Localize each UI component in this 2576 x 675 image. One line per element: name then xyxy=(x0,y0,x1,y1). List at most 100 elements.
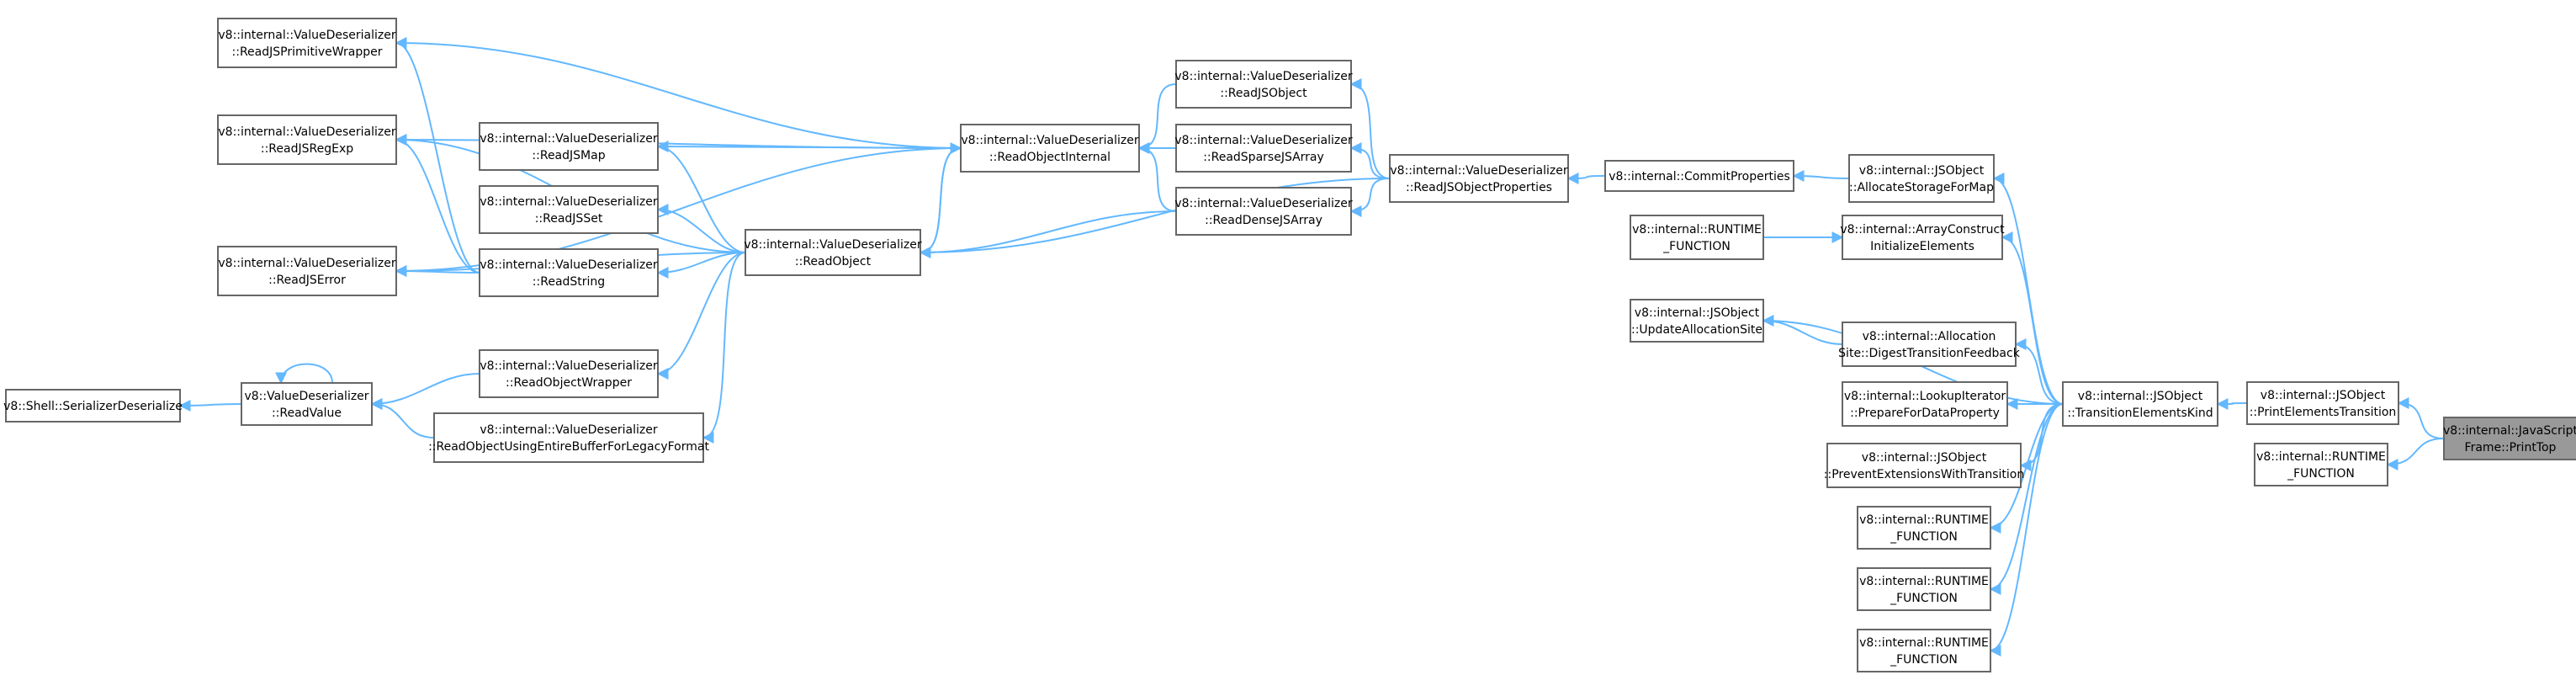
graph-node-allocsitedigest[interactable]: v8::internal::AllocationSite::DigestTran… xyxy=(1838,322,2021,367)
node-label: ::ReadString xyxy=(533,275,605,289)
node-label: _FUNCTION xyxy=(1890,653,1958,667)
edge-readobject-to-readjsset xyxy=(656,204,746,253)
graph-node-updallocsite[interactable]: v8::internal::JSObject::UpdateAllocation… xyxy=(1630,299,1764,343)
graph-node-preventext[interactable]: v8::internal::JSObject::PreventExtension… xyxy=(1824,443,2024,488)
node-label: ::TransitionElementsKind xyxy=(2067,407,2213,420)
graph-node-lookupprepare[interactable]: v8::internal::LookupIterator::PrepareFor… xyxy=(1842,381,2008,427)
edge-readobjectinternal-to-readobject xyxy=(919,147,962,258)
graph-node-readdense[interactable]: v8::internal::ValueDeserializer::ReadDen… xyxy=(1174,187,1353,236)
edge-layer xyxy=(178,37,2445,656)
node-label: v8::internal::JSObject xyxy=(1859,164,1985,178)
node-box xyxy=(1389,154,1569,203)
node-box xyxy=(2246,381,2399,425)
edge-commitprops-to-readjsobjprops xyxy=(1566,172,1606,184)
node-label: v8::internal::ValueDeserializer xyxy=(1174,134,1352,147)
graph-node-readobjectlegacy[interactable]: v8::internal::ValueDeserializer::ReadObj… xyxy=(428,412,709,463)
node-box xyxy=(1604,160,1794,192)
edge-readobjectinternal-to-readjsprimitive xyxy=(395,37,962,149)
node-box xyxy=(745,229,921,276)
edge-readobject-to-readobjectwrapper xyxy=(656,252,746,380)
node-box xyxy=(217,114,397,165)
graph-node-arrayconstruct[interactable]: v8::internal::ArrayConstructInitializeEl… xyxy=(1840,215,2005,260)
node-label: ::PrintElementsTransition xyxy=(2250,406,2397,419)
node-box xyxy=(1842,215,2003,260)
node-box xyxy=(2443,417,2576,460)
edge-readobject-to-readjsmap xyxy=(656,141,746,253)
node-label: v8::internal::ValueDeserializer xyxy=(218,257,395,270)
node-box xyxy=(479,185,659,234)
node-label: v8::internal::ValueDeserializer xyxy=(1174,70,1352,83)
node-box xyxy=(2254,443,2388,486)
node-label: ::ReadJSObjectProperties xyxy=(1406,181,1552,194)
node-label: ::ReadJSSet xyxy=(535,212,603,226)
node-label: v8::internal::RUNTIME xyxy=(2256,450,2386,464)
graph-node-readjserror[interactable]: v8::internal::ValueDeserializer::ReadJSE… xyxy=(217,246,397,296)
graph-node-commitprops[interactable]: v8::internal::CommitProperties xyxy=(1604,160,1794,192)
edge-readobjectlegacy-to-vd-readvalue xyxy=(370,398,435,438)
graph-node-runtime1[interactable]: v8::internal::RUNTIME_FUNCTION xyxy=(1630,215,1764,260)
node-box xyxy=(1848,154,1995,203)
graph-node-runtime3[interactable]: v8::internal::RUNTIME_FUNCTION xyxy=(1857,567,1991,611)
node-box xyxy=(1857,629,1991,672)
node-label: v8::internal::ValueDeserializer xyxy=(1174,197,1352,210)
graph-node-readjsobjprops[interactable]: v8::internal::ValueDeserializer::ReadJSO… xyxy=(1389,154,1569,203)
edge-readobjectwrapper-to-vd-readvalue xyxy=(370,373,480,410)
node-box xyxy=(217,18,397,68)
edge-readobject-to-readobjectlegacy xyxy=(702,252,746,444)
node-box xyxy=(1857,506,1991,550)
edge-vd-readvalue-to-vd-readvalue xyxy=(275,363,333,385)
node-label: v8::internal::ValueDeserializer xyxy=(218,125,395,139)
node-label: ::ReadObject xyxy=(795,255,872,268)
graph-node-readjsmap[interactable]: v8::internal::ValueDeserializer::ReadJSM… xyxy=(479,122,659,171)
edge-printtop-to-runtime5 xyxy=(2386,438,2445,470)
graph-node-allocstorage[interactable]: v8::internal::JSObject::AllocateStorageF… xyxy=(1848,154,1995,203)
node-layer: v8::Shell::SerializerDeserialize v8::Valu… xyxy=(3,18,2576,672)
graph-node-readjsobject[interactable]: v8::internal::ValueDeserializer::ReadJSO… xyxy=(1174,60,1353,109)
node-label: v8::internal::CommitProperties xyxy=(1609,170,1790,183)
node-label: v8::ValueDeserializer xyxy=(244,390,368,403)
node-box xyxy=(241,382,373,426)
edge-allocstorage-to-commitprops xyxy=(1792,170,1850,183)
edge-printtop-to-printtransition xyxy=(2397,397,2445,439)
node-label: ::AllocateStorageForMap xyxy=(1849,181,1994,194)
graph-node-runtime5[interactable]: v8::internal::RUNTIME_FUNCTION xyxy=(2254,443,2388,486)
node-box xyxy=(1175,187,1352,236)
node-label: ::ReadJSError xyxy=(268,274,346,287)
graph-node-vd-readvalue[interactable]: v8::ValueDeserializer::ReadValue xyxy=(241,382,373,426)
graph-node-readsparse[interactable]: v8::internal::ValueDeserializer::ReadSpa… xyxy=(1174,124,1353,173)
node-label: ::PreventExtensionsWithTransition xyxy=(1824,468,2024,481)
node-label: v8::internal::JSObject xyxy=(2261,389,2386,402)
node-label: v8::internal::JSObject xyxy=(1862,451,1987,465)
node-label: ::ReadJSMap xyxy=(532,149,605,162)
node-label: ::ReadDenseJSArray xyxy=(1205,214,1322,227)
graph-node-readjsset[interactable]: v8::internal::ValueDeserializer::ReadJSS… xyxy=(479,185,659,234)
graph-node-readobject[interactable]: v8::internal::ValueDeserializer::ReadObj… xyxy=(744,229,922,276)
node-label: v8::internal::ValueDeserializer xyxy=(480,423,657,437)
node-box xyxy=(1842,322,2017,367)
graph-node-readstring[interactable]: v8::internal::ValueDeserializer::ReadStr… xyxy=(479,248,659,297)
graph-node-shell-serdes[interactable]: v8::Shell::SerializerDeserialize xyxy=(3,389,183,423)
edge-transitionkind-to-arrayconstruct xyxy=(2001,231,2064,405)
graph-node-readjsregexp[interactable]: v8::internal::ValueDeserializer::ReadJSR… xyxy=(217,114,397,165)
graph-node-readobjectinternal[interactable]: v8::internal::ValueDeserializer::ReadObj… xyxy=(960,124,1140,173)
graph-node-runtime4[interactable]: v8::internal::RUNTIME_FUNCTION xyxy=(1857,629,1991,672)
edge-readjsobjprops-to-readobject xyxy=(919,178,1391,258)
node-label: v8::internal::JavaScript xyxy=(2443,424,2576,438)
graph-node-readjsprimitive[interactable]: v8::internal::ValueDeserializer::ReadJSP… xyxy=(217,18,397,68)
graph-node-transitionkind[interactable]: v8::internal::JSObject::TransitionElemen… xyxy=(2062,381,2218,427)
node-label: ::PrepareForDataProperty xyxy=(1850,407,2000,420)
node-label: _FUNCTION xyxy=(1662,240,1731,253)
graph-node-readobjectwrapper[interactable]: v8::internal::ValueDeserializer::ReadObj… xyxy=(479,349,659,398)
node-label: v8::internal::ArrayConstruct xyxy=(1840,223,2005,237)
edge-readjsobjprops-to-readjsobject xyxy=(1349,78,1391,179)
edge-vd-readvalue-to-shell-serdes xyxy=(178,399,242,412)
node-label: v8::internal::ValueDeserializer xyxy=(480,195,657,209)
edge-readdense-to-readobjectinternal xyxy=(1137,142,1177,212)
node-label: Site::DigestTransitionFeedback xyxy=(1838,347,2021,360)
node-box xyxy=(960,124,1140,173)
node-label: v8::internal::ValueDeserializer xyxy=(744,238,921,252)
graph-node-runtime2[interactable]: v8::internal::RUNTIME_FUNCTION xyxy=(1857,506,1991,550)
edge-transitionkind-to-runtime2 xyxy=(1989,403,2064,534)
graph-node-printtransition[interactable]: v8::internal::JSObject::PrintElementsTra… xyxy=(2246,381,2399,425)
